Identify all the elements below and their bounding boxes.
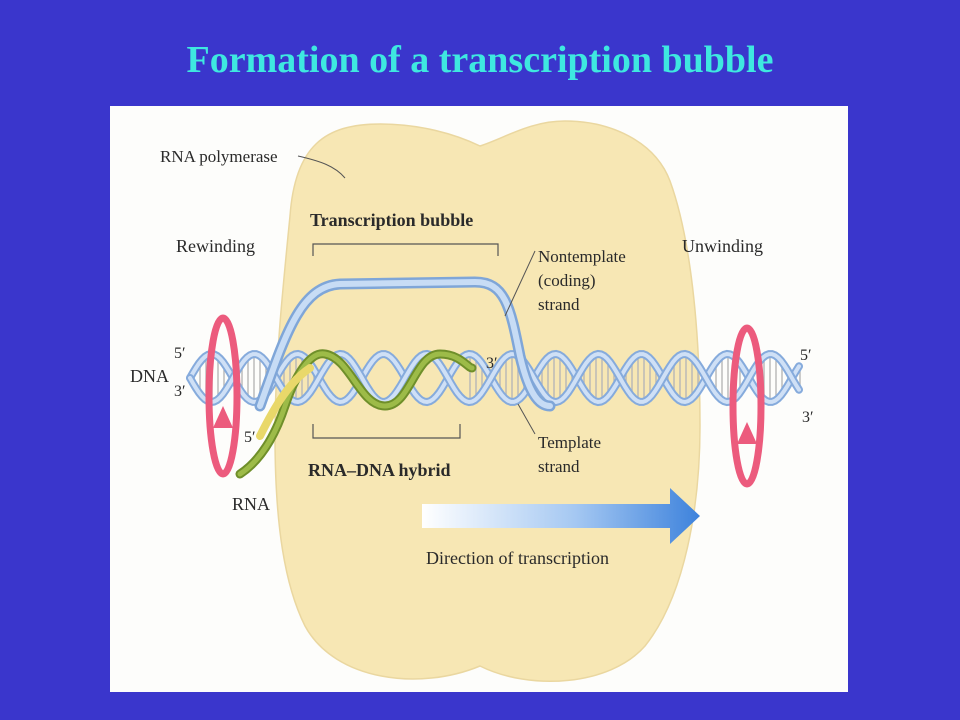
label-rna-5prime: 5′ xyxy=(244,429,256,446)
label-right-3prime: 3′ xyxy=(802,409,814,426)
polymerase-leader-line xyxy=(297,155,346,179)
dna-strand-a-core xyxy=(188,351,801,405)
transcription-bubble-bracket xyxy=(312,243,499,256)
rna-dna-hybrid-bracket xyxy=(312,424,461,439)
rewinding-rotation-arrow xyxy=(205,314,241,478)
label-rna: RNA xyxy=(232,494,270,514)
label-left-5prime: 5′ xyxy=(174,345,186,362)
label-template-line2: strand xyxy=(538,457,580,476)
template-leader-line xyxy=(517,403,536,435)
label-transcription-bubble: Transcription bubble xyxy=(310,210,473,230)
label-rna-dna-hybrid: RNA–DNA hybrid xyxy=(308,460,451,480)
label-rna-polymerase: RNA polymerase xyxy=(160,147,278,166)
template-strand-highlight xyxy=(256,364,314,440)
label-template-line1: Template xyxy=(538,433,601,452)
diagram-figure: RNA polymerase Transcription bubble Rewi… xyxy=(110,106,848,692)
label-right-5prime: 5′ xyxy=(800,347,812,364)
unwinding-rotation-arrow xyxy=(729,324,765,488)
direction-arrow xyxy=(422,488,700,544)
label-rewinding: Rewinding xyxy=(176,236,255,256)
label-nontemplate-line2: (coding) xyxy=(538,271,596,290)
label-nontemplate-line1: Nontemplate xyxy=(538,247,626,266)
rna-transcript-core xyxy=(237,351,475,477)
label-left-3prime: 3′ xyxy=(174,383,186,400)
label-direction-of-transcription: Direction of transcription xyxy=(426,548,609,568)
nontemplate-strand-loop-core xyxy=(257,278,553,409)
slide-title: Formation of a transcription bubble xyxy=(186,39,774,81)
label-unwinding: Unwinding xyxy=(682,236,763,256)
label-nontemplate-line3: strand xyxy=(538,295,580,314)
label-dna: DNA xyxy=(130,366,169,386)
label-rna-3prime: 3′ xyxy=(486,355,498,372)
transcription-diagram: RNA polymerase Transcription bubble Rewi… xyxy=(130,120,814,682)
nontemplate-leader-line xyxy=(504,250,536,317)
